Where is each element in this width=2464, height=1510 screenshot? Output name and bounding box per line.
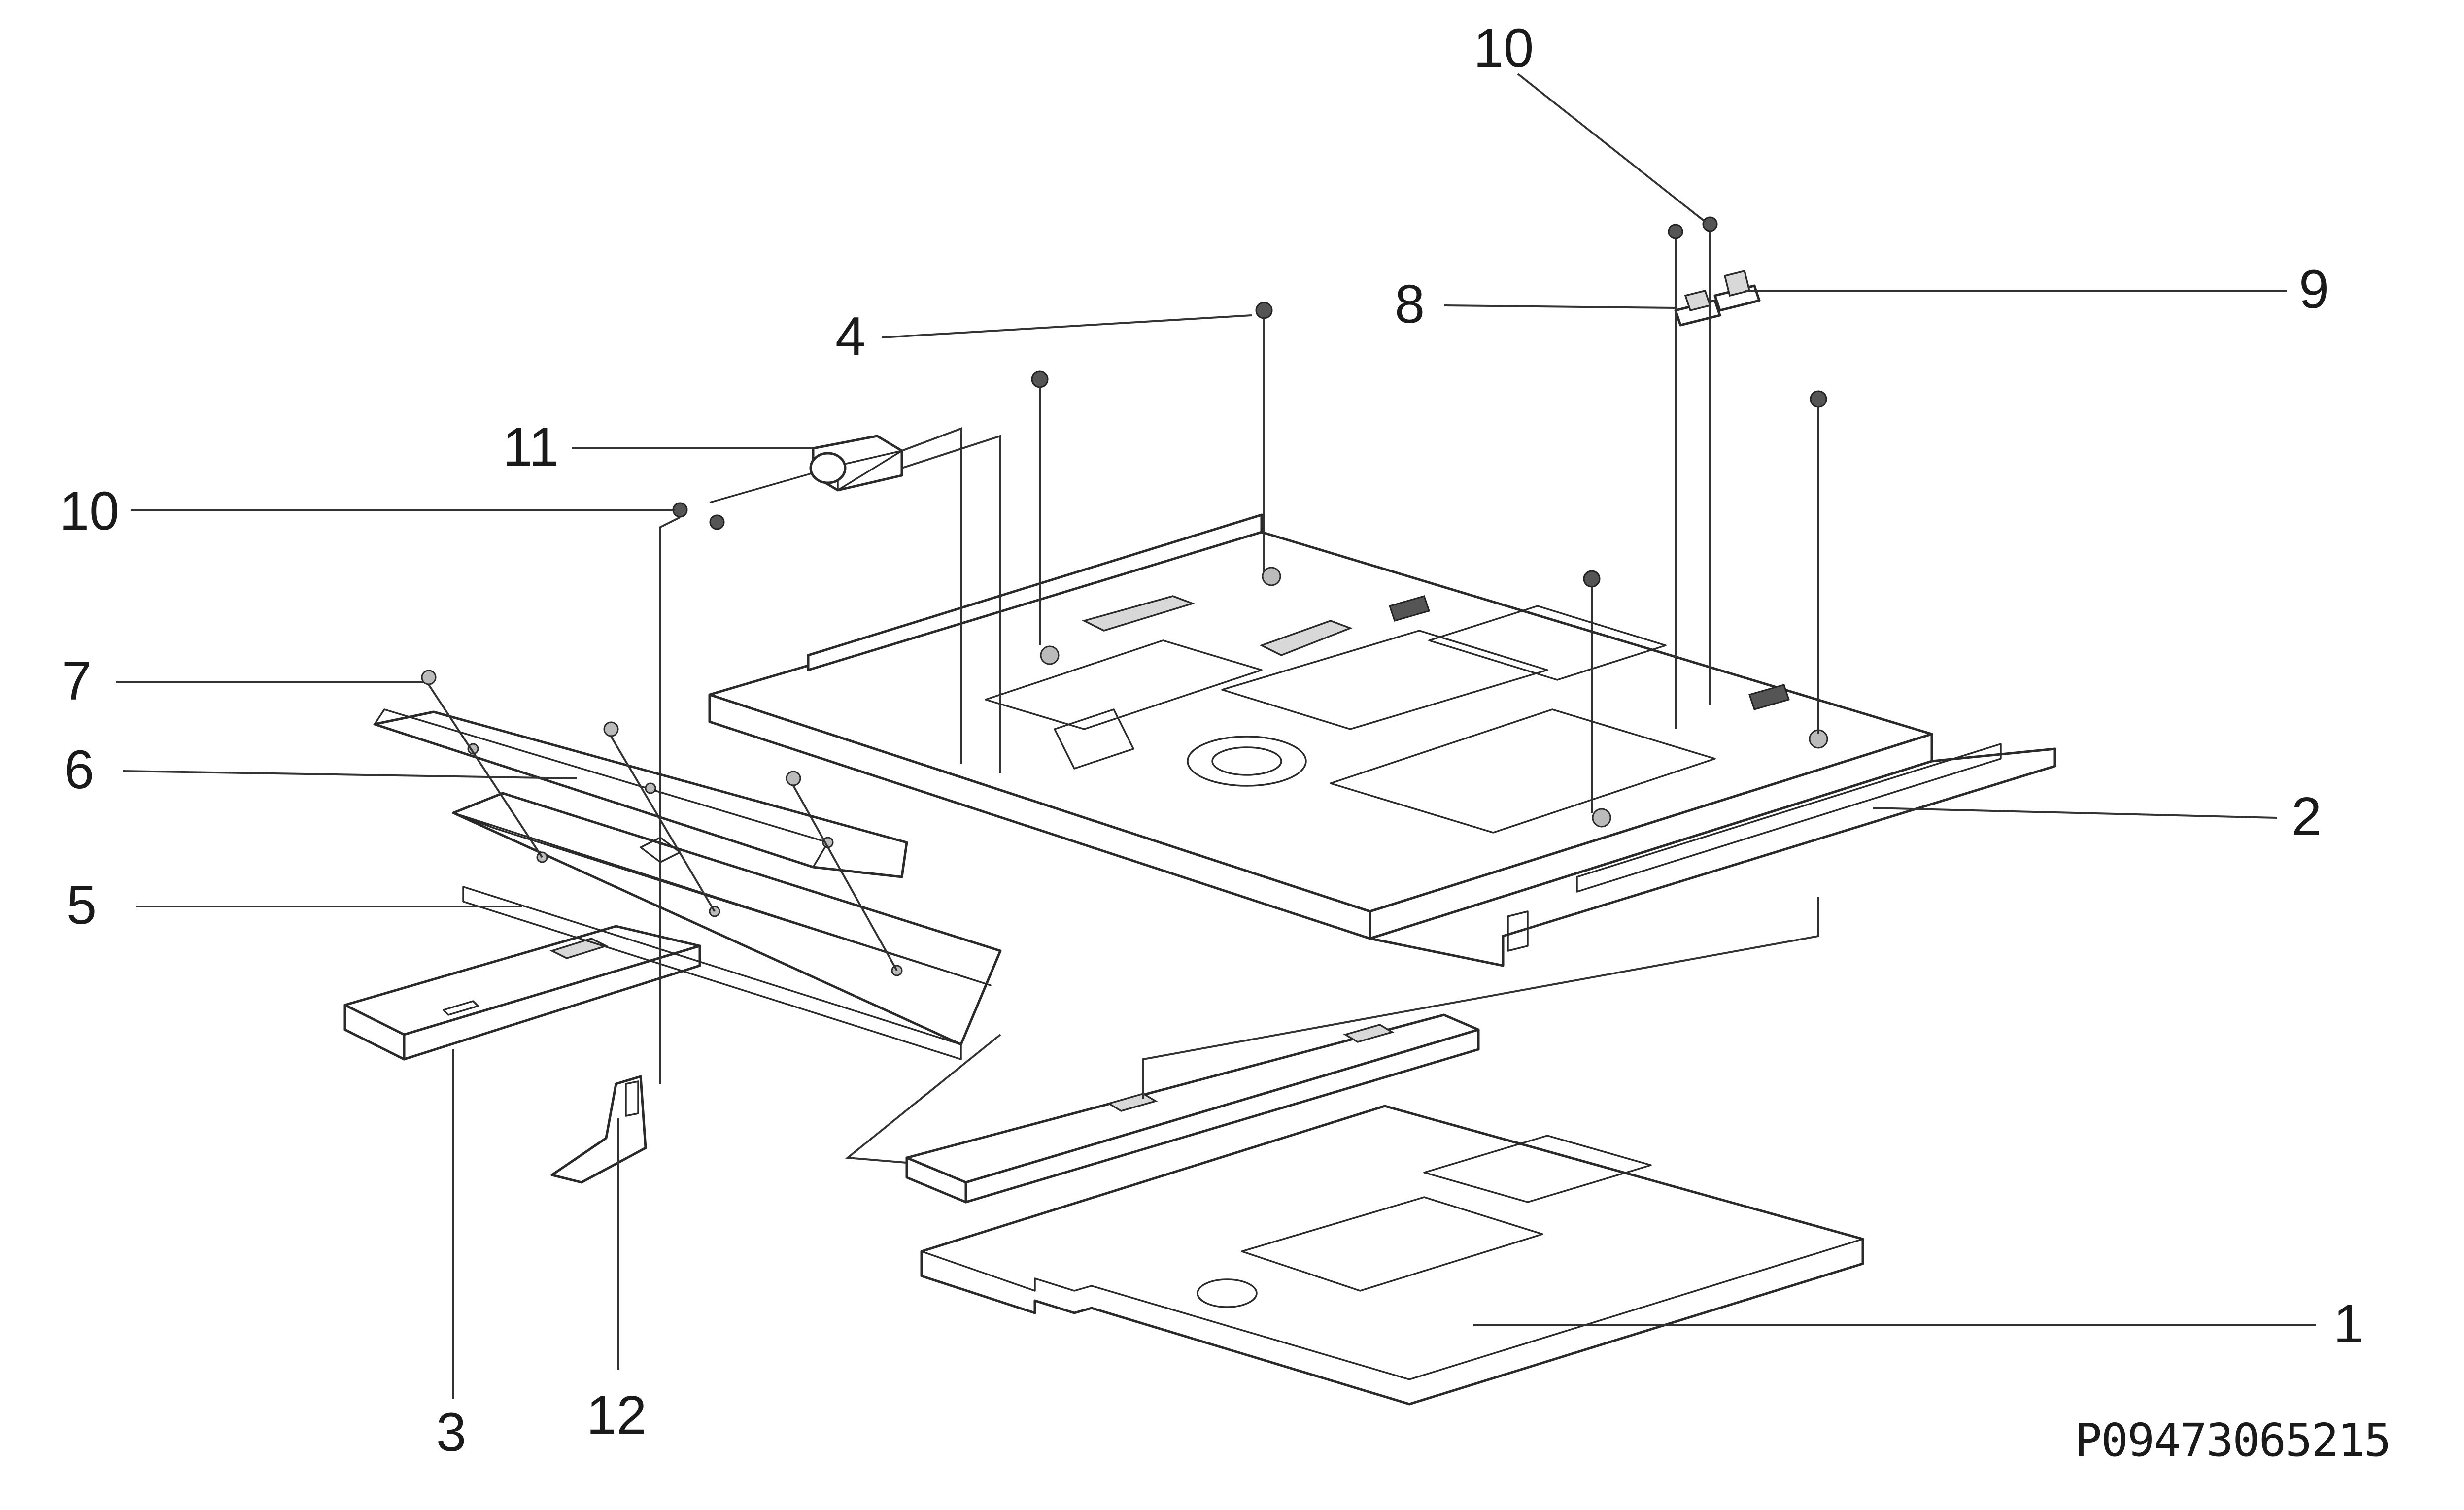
callout-12: 12 (586, 1385, 647, 1445)
part-2-base-plate (708, 513, 2056, 967)
callout-4: 4 (835, 306, 865, 367)
callout-7: 7 (62, 651, 92, 711)
callout-leaders (116, 73, 2316, 1399)
callout-1: 1 (2333, 1294, 2363, 1354)
screws (421, 216, 1827, 786)
callout-5: 5 (67, 875, 97, 936)
document-id: P09473065215 (2075, 1414, 2391, 1467)
callout-3: 3 (436, 1402, 466, 1463)
part-1-insulation-pad (920, 1105, 1864, 1406)
part-6-angle-bracket (373, 708, 908, 878)
callout-labels: 1 2 3 4 5 6 7 8 9 10 10 11 12 (59, 18, 2363, 1463)
callout-10-left: 10 (59, 481, 119, 541)
assembly-guide-lines (428, 232, 1819, 1164)
part-11-sensor (709, 435, 903, 503)
part-12-clip (550, 1075, 647, 1184)
callout-6: 6 (64, 739, 94, 800)
part-8-mount (1674, 289, 1721, 327)
part-3-front-support-rail (343, 925, 701, 1061)
callout-11: 11 (503, 417, 559, 477)
part-9-mount (1713, 269, 1761, 312)
callout-10-top: 10 (1473, 18, 1534, 78)
callout-2: 2 (2292, 786, 2322, 847)
callout-8: 8 (1395, 274, 1425, 335)
callout-9: 9 (2299, 259, 2329, 320)
part-rear-rail (905, 1013, 1480, 1204)
